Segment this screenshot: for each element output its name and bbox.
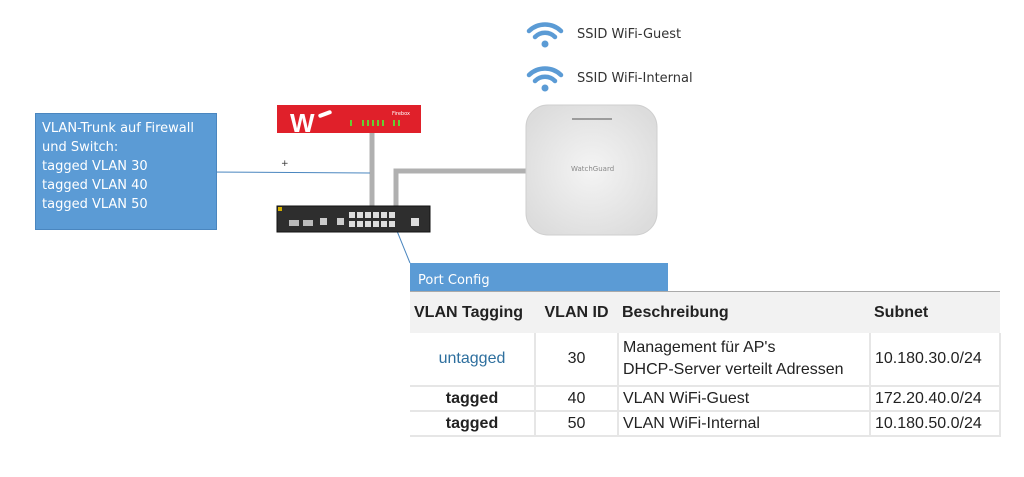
svg-text:W: W [290,108,315,138]
header-description: Beschreibung [618,291,870,333]
cell-description: VLAN WiFi-Internal [618,411,871,437]
firewall-device: W Firebox [277,105,421,138]
svg-text:WatchGuard: WatchGuard [571,165,614,173]
table-row: tagged 40 VLAN WiFi-Guest 172.20.40.0/24 [410,386,1001,412]
ap-cable [393,168,527,214]
port-config-title: Port Config [410,263,668,291]
header-subnet: Subnet [870,291,1000,333]
cell-tagging: tagged [410,386,536,412]
wifi-guest-icon [529,25,561,48]
callout-line: VLAN-Trunk auf Firewall [42,121,195,136]
cell-vlan-id: 40 [535,386,619,412]
table-header: VLAN Tagging VLAN ID Beschreibung Subnet [410,291,1000,333]
callout-line: tagged VLAN 50 [42,197,148,212]
port-config-table: VLAN Tagging VLAN ID Beschreibung Subnet… [410,291,1001,437]
plus-marker: + [281,159,289,169]
callout-line: tagged VLAN 40 [42,178,148,193]
callout-connector [204,171,371,174]
cell-tagging: untagged [410,333,536,387]
callout-line: tagged VLAN 30 [42,159,148,174]
cell-vlan-id: 30 [535,333,619,387]
portconfig-connector [396,230,411,264]
table-row: tagged 50 VLAN WiFi-Internal 10.180.50.0… [410,411,1001,437]
cell-vlan-id: 50 [535,411,619,437]
cell-tagging: tagged [410,411,536,437]
header-tagging: VLAN Tagging [410,291,535,333]
access-point-device: WatchGuard [525,104,658,236]
ssid-internal-label: SSID WiFi-Internal [577,71,693,86]
callout-line: und Switch: [42,140,119,155]
ssid-guest-label: SSID WiFi-Guest [577,27,682,42]
wifi-internal-icon [529,69,561,92]
cell-subnet: 10.180.50.0/24 [870,411,1001,437]
switch-device [276,205,431,233]
cell-subnet: 172.20.40.0/24 [870,386,1001,412]
vlan-trunk-callout: VLAN-Trunk auf Firewall und Switch: tagg… [35,113,217,230]
header-vlan-id: VLAN ID [535,291,618,333]
cell-subnet: 10.180.30.0/24 [870,333,1001,387]
description-line: Management für AP's [623,339,776,356]
svg-text:Firebox: Firebox [392,111,410,117]
cell-description: VLAN WiFi-Guest [618,386,871,412]
description-line: DHCP-Server verteilt Adressen [623,361,844,378]
